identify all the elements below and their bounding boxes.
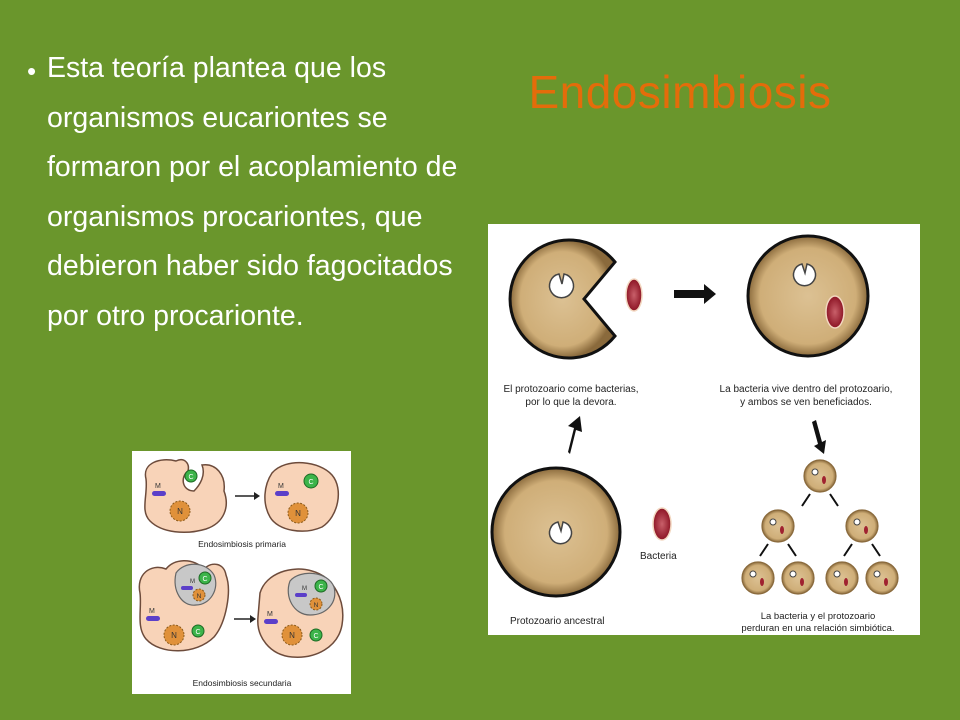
nucleus-icon xyxy=(811,468,819,476)
nucleus-icon xyxy=(287,502,309,524)
mitochondria-icon xyxy=(264,619,278,624)
chloroplast-icon xyxy=(314,579,328,593)
label-c: C xyxy=(202,576,207,583)
label-c: C xyxy=(318,584,323,591)
arrowhead-icon xyxy=(250,615,256,623)
symbiotic-cell xyxy=(741,561,775,595)
division-arrow-icon xyxy=(801,493,811,507)
mitochondria-icon xyxy=(181,586,193,590)
label-c: C xyxy=(313,633,318,640)
division-arrow-icon xyxy=(843,543,853,557)
division-arrow-icon xyxy=(871,543,881,557)
chloroplast-icon xyxy=(198,571,212,585)
chloroplast-icon xyxy=(303,473,319,489)
caption-secondary: Endosimbiosis secundaria xyxy=(193,678,292,688)
label-m: M xyxy=(149,608,155,615)
endosymbiosis-process-diagram: El protozoario come bacterias, por lo qu… xyxy=(490,234,899,634)
label-c: C xyxy=(195,629,200,636)
arrow-up-icon xyxy=(568,416,582,454)
nucleus-icon xyxy=(853,518,861,526)
nucleus-icon xyxy=(749,570,757,578)
mitochondria-icon xyxy=(152,491,166,496)
symbiotic-cell xyxy=(781,561,815,595)
nucleus-icon xyxy=(789,570,797,578)
caption-live-1: La bacteria vive dentro del protozoario, xyxy=(720,384,893,395)
caption-eat-2: por lo que la devora. xyxy=(525,397,616,408)
arrow-down-icon xyxy=(812,420,826,454)
label-m: M xyxy=(267,611,273,618)
label-n: N xyxy=(295,509,301,518)
bullet-text: Esta teoría plantea que los organismos e… xyxy=(47,52,458,332)
label-n: N xyxy=(314,602,319,609)
slide-title: Endosimbiosis xyxy=(528,66,832,118)
label-n: N xyxy=(177,507,183,516)
label-m: M xyxy=(302,586,307,592)
label-bacteria: Bacteria xyxy=(640,551,677,562)
nucleus-icon xyxy=(163,624,185,646)
mitochondria-icon xyxy=(295,593,307,597)
bacteria-icon xyxy=(822,476,826,484)
host-cell-primary-before xyxy=(144,459,227,534)
bullet-dot: • xyxy=(27,56,37,86)
arrowhead-icon xyxy=(254,492,260,500)
label-ancestral: Protozoario ancestral xyxy=(510,616,605,627)
label-c: C xyxy=(308,479,313,486)
protozoan-eating xyxy=(508,238,617,360)
nucleus-icon xyxy=(281,624,303,646)
arrow-right-icon xyxy=(674,284,716,304)
bacteria-icon xyxy=(652,507,672,541)
symbiotic-cell xyxy=(803,459,837,493)
nucleus-icon xyxy=(548,521,573,545)
nucleus-icon xyxy=(192,588,206,602)
label-m: M xyxy=(190,579,195,585)
chloroplast-icon xyxy=(309,628,323,642)
caption-final-2: perduran en una relación simbiótica. xyxy=(741,623,894,634)
symbiotic-cell xyxy=(761,509,795,543)
endosymbiosis-types-diagram: C M N C M N Endosimbiosis primaria C M N… xyxy=(138,459,344,688)
division-arrow-icon xyxy=(787,543,797,557)
label-n: N xyxy=(171,631,177,640)
caption-final-1: La bacteria y el protozoario xyxy=(761,611,876,622)
nucleus-icon xyxy=(792,263,817,287)
bacteria-icon xyxy=(864,526,868,534)
chloroplast-icon xyxy=(184,469,198,483)
mitochondria-icon xyxy=(275,491,289,496)
bacteria-icon xyxy=(825,295,845,329)
bacteria-icon xyxy=(625,278,643,312)
label-m: M xyxy=(155,483,161,490)
symbiotic-cell xyxy=(845,509,879,543)
division-arrow-icon xyxy=(829,493,839,507)
nucleus-icon xyxy=(548,273,575,299)
bacteria-icon xyxy=(844,578,848,586)
label-m: M xyxy=(278,483,284,490)
endosymbiosis-types-figure: C M N C M N Endosimbiosis primaria C M N… xyxy=(132,451,351,694)
bacteria-icon xyxy=(780,526,784,534)
caption-primary: Endosimbiosis primaria xyxy=(198,539,286,549)
label-c: C xyxy=(188,474,193,481)
nucleus-icon xyxy=(309,597,323,611)
label-n: N xyxy=(289,631,295,640)
nucleus-icon xyxy=(769,518,777,526)
protozoan-with-bacteria xyxy=(746,234,870,358)
mitochondria-icon xyxy=(146,616,160,621)
symbiotic-cell xyxy=(865,561,899,595)
cell-division-tree xyxy=(741,459,899,595)
division-arrow-icon xyxy=(759,543,769,557)
symbiotic-cell xyxy=(825,561,859,595)
nucleus-icon xyxy=(833,570,841,578)
chloroplast-icon xyxy=(191,624,205,638)
bacteria-icon xyxy=(760,578,764,586)
bullet-list: • Esta teoría plantea que los organismos… xyxy=(27,44,467,341)
bacteria-icon xyxy=(800,578,804,586)
host-cell-primary-after xyxy=(264,461,340,532)
bacteria-icon xyxy=(884,578,888,586)
label-n: N xyxy=(197,593,202,600)
endosymbiosis-process-figure: El protozoario come bacterias, por lo qu… xyxy=(488,224,920,635)
nucleus-icon xyxy=(169,500,191,522)
nucleus-icon xyxy=(873,570,881,578)
caption-live-2: y ambos se ven beneficiados. xyxy=(740,397,872,408)
caption-eat-1: El protozoario come bacterias, xyxy=(503,384,638,395)
